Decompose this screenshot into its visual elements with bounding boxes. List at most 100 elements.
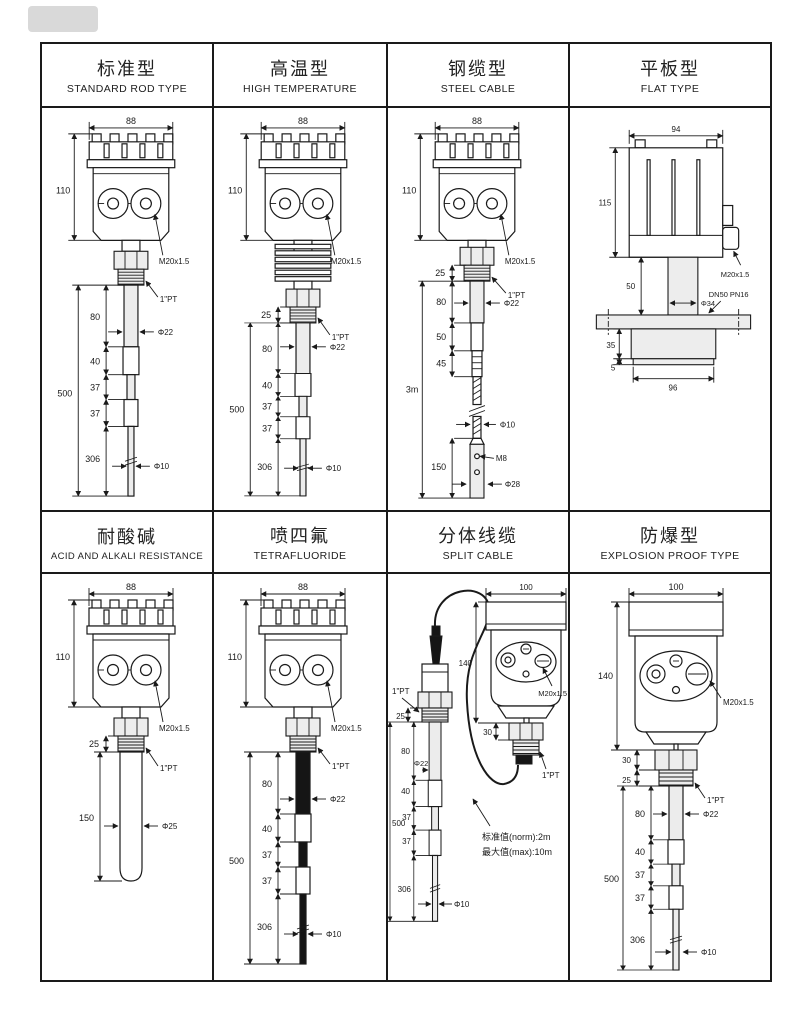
dim-150-label: 150 bbox=[431, 462, 446, 472]
flange bbox=[595, 309, 752, 366]
head-width-label: 100 bbox=[519, 583, 533, 592]
process-thread-label: 1"PT bbox=[707, 796, 725, 805]
dim-500-label: 500 bbox=[57, 389, 72, 399]
panel-title: 分体线缆 bbox=[438, 526, 518, 546]
process-thread-label: 1"PT bbox=[332, 762, 350, 771]
process-thread-label: 1"PT bbox=[508, 291, 526, 300]
neck-diameter-label: Φ34 bbox=[701, 299, 715, 308]
dim-500-label: 500 bbox=[392, 819, 406, 828]
panel-title: 钢缆型 bbox=[448, 59, 508, 79]
dim-height-label: 110 bbox=[228, 652, 242, 662]
rod-dims bbox=[418, 280, 474, 378]
gland-callout bbox=[499, 213, 510, 256]
probe-rod bbox=[244, 322, 312, 497]
dim-50-label: 50 bbox=[436, 332, 446, 342]
gland-callout bbox=[709, 680, 722, 699]
gland-thread-label: M20x1.5 bbox=[721, 270, 750, 279]
tip-diameter-label: Φ10 bbox=[701, 948, 717, 957]
hex-nut-and-thread bbox=[459, 246, 495, 282]
panel-drawing-split-cable: 1"PT 25 80 Φ22 40 500 37 37 306 Φ10 bbox=[388, 574, 570, 980]
dim-25-label: 25 bbox=[261, 310, 271, 320]
housing-box bbox=[628, 139, 724, 258]
dim-500-label: 500 bbox=[229, 404, 244, 414]
dim-306-label: 306 bbox=[398, 885, 412, 894]
dim-30-label: 30 bbox=[483, 728, 492, 737]
dim-37a-label: 37 bbox=[262, 402, 272, 412]
dim-306-label: 306 bbox=[630, 935, 645, 945]
panel-header-explosion-proof: 防爆型 EXPLOSION PROOF TYPE bbox=[570, 512, 770, 574]
tip-diameter-label: Φ10 bbox=[326, 930, 342, 939]
dim-306-label: 306 bbox=[85, 454, 100, 464]
dim-width-label: 88 bbox=[298, 582, 308, 592]
panel-header-flat-type: 平板型 FLAT TYPE bbox=[570, 44, 770, 108]
dim-80-label: 80 bbox=[401, 747, 410, 756]
connection-cable bbox=[433, 589, 519, 786]
process-thread-callout bbox=[145, 280, 159, 298]
tetrafluoride-diagram: 88 110 M20x1.5 1"PT 80 40 37 37 306 500 … bbox=[228, 582, 362, 965]
rod-diameter-label: Φ22 bbox=[158, 328, 174, 337]
process-thread-label: 1"PT bbox=[160, 295, 178, 304]
flange-spec-label: DN50 PN16 bbox=[709, 290, 749, 299]
dim-width-label: 88 bbox=[298, 116, 308, 126]
dim-width-label: 88 bbox=[126, 116, 136, 126]
dim-37b-label: 37 bbox=[262, 876, 272, 886]
explosion-proof-head bbox=[628, 601, 724, 787]
dim-500-label: 500 bbox=[229, 856, 244, 866]
tip-diameter-label: Φ10 bbox=[326, 464, 342, 473]
panel-drawing-standard-rod: 88 110 M20x1.5 1"PT 80 40 37 37 306 500 … bbox=[42, 108, 214, 512]
panel-header-acid-alkali: 耐酸碱 ACID AND ALKALI RESISTANCE bbox=[42, 512, 214, 574]
panel-title: 耐酸碱 bbox=[97, 526, 157, 547]
probe-tube bbox=[119, 751, 143, 882]
m8-label: M8 bbox=[496, 454, 508, 463]
m8-callout bbox=[479, 454, 494, 460]
dim-50-label: 50 bbox=[626, 282, 635, 291]
panel-header-tetrafluoride: 喷四氟 TETRAFLUORIDE bbox=[214, 512, 388, 574]
nut-height-dim bbox=[634, 749, 659, 771]
panel-subtitle: ACID AND ALKALI RESISTANCE bbox=[50, 550, 204, 562]
panel-drawing-explosion-proof: 100 bbox=[570, 574, 770, 980]
panel-drawing-flat-type: 94 M20x1.5 115 bbox=[570, 108, 770, 512]
side-connector bbox=[722, 204, 740, 250]
dim-37a-label: 37 bbox=[90, 383, 100, 393]
rod-diameter-label: Φ22 bbox=[703, 810, 719, 819]
sensor-head bbox=[240, 122, 346, 251]
dim-height-label: 110 bbox=[402, 186, 416, 196]
process-thread-callout bbox=[145, 747, 159, 767]
rod-diameter-label: Φ22 bbox=[330, 795, 346, 804]
panel-header-split-cable: 分体线缆 SPLIT CABLE bbox=[388, 512, 570, 574]
dim-height-label: 110 bbox=[56, 652, 70, 662]
dim-3m-label: 3m bbox=[406, 385, 418, 395]
sensor-head bbox=[414, 122, 520, 251]
dim-35-label: 35 bbox=[606, 341, 615, 350]
panel-title: 标准型 bbox=[97, 59, 157, 79]
dim-height-label: 110 bbox=[56, 186, 70, 196]
dim-width-label: 88 bbox=[126, 582, 136, 592]
controller-head bbox=[485, 601, 567, 765]
panel-subtitle: HIGH TEMPERATURE bbox=[243, 83, 357, 95]
tube-length-dim bbox=[94, 751, 122, 882]
explosion-proof-diagram: 100 bbox=[598, 582, 754, 971]
dim-37b-label: 37 bbox=[262, 423, 272, 433]
bottom-width-dim bbox=[632, 366, 715, 383]
gland-thread-label: M20x1.5 bbox=[505, 257, 536, 266]
corner-artifact bbox=[28, 6, 98, 32]
dim-306-label: 306 bbox=[257, 462, 272, 472]
dim-37b-label: 37 bbox=[402, 837, 411, 846]
panel-subtitle: FLAT TYPE bbox=[640, 83, 700, 95]
panel-title: 平板型 bbox=[640, 59, 700, 79]
upper-rod bbox=[469, 280, 485, 378]
dim-37b-label: 37 bbox=[635, 893, 645, 903]
acid-alkali-diagram: 88 110 M20x1.5 25 1"PT 150 bbox=[56, 582, 190, 882]
split-cable-diagram: 1"PT 25 80 Φ22 40 500 37 37 306 Φ10 bbox=[388, 583, 567, 922]
cable-diameter-label: Φ10 bbox=[500, 420, 516, 429]
dim-40-label: 40 bbox=[262, 381, 272, 391]
dim-37b-label: 37 bbox=[90, 408, 100, 418]
dim-80-label: 80 bbox=[262, 344, 272, 354]
dim-25-label: 25 bbox=[396, 712, 405, 721]
hex-nut-and-thread bbox=[285, 288, 321, 324]
process-thread-callout bbox=[694, 782, 706, 799]
panel-title: 高温型 bbox=[270, 59, 330, 79]
process-thread-callout bbox=[317, 317, 331, 336]
probe-rod bbox=[72, 284, 140, 497]
